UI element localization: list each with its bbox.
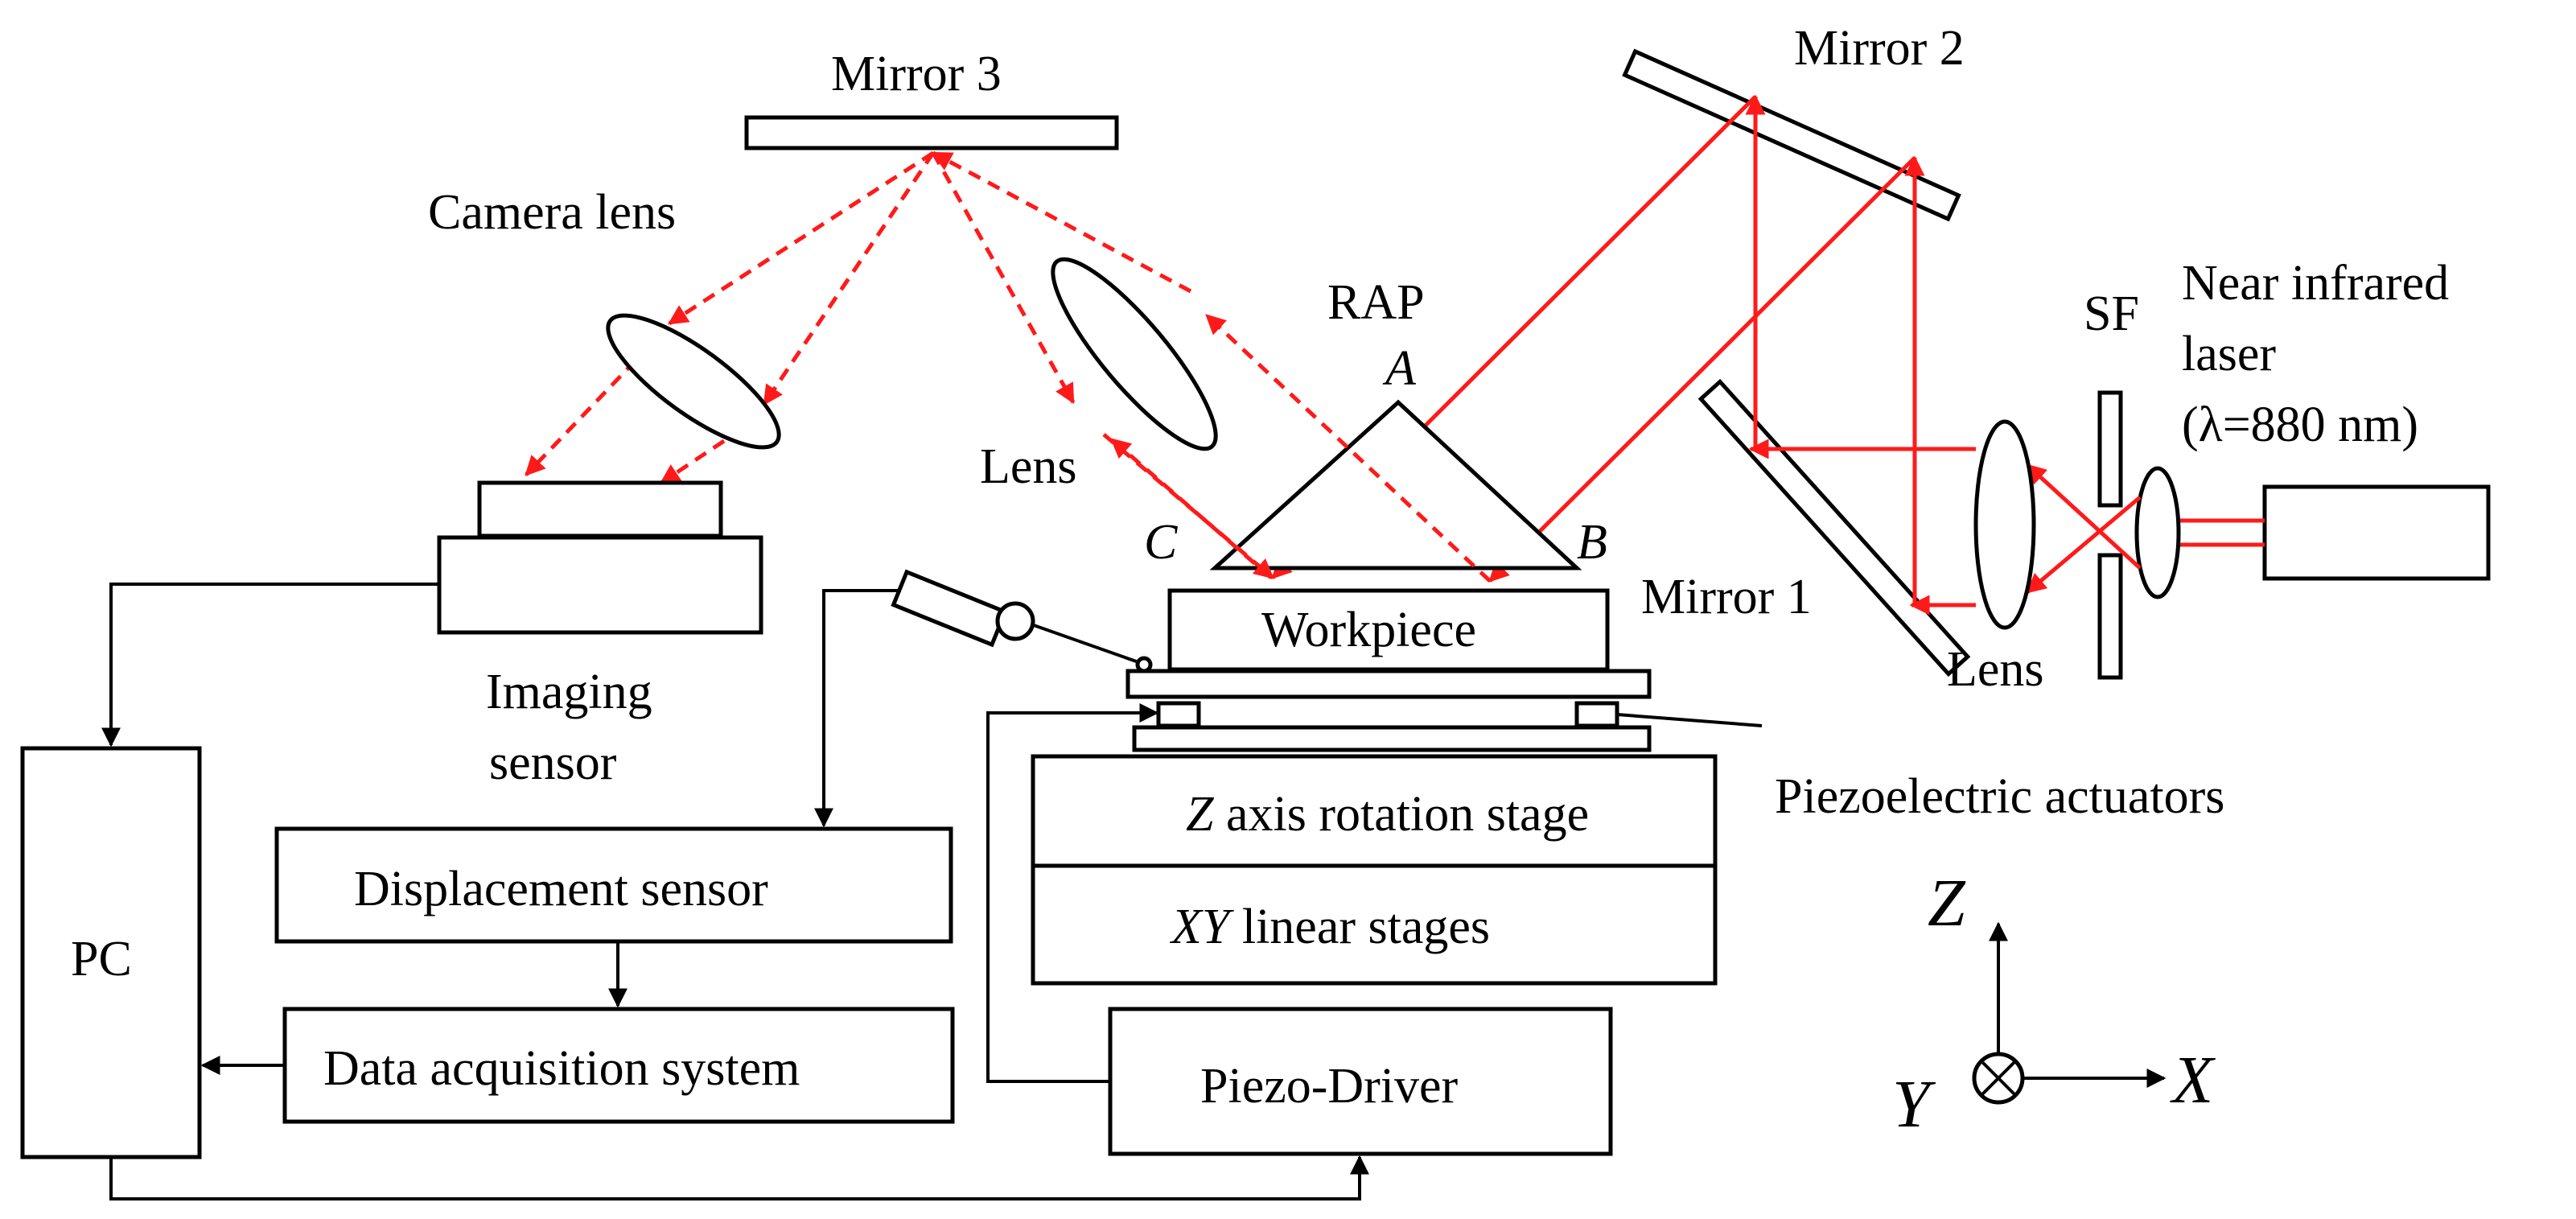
wire-driver-to-actuators [986, 703, 1159, 1083]
z-rotation-stage [1031, 754, 1718, 868]
actuator-callout [1616, 713, 1763, 727]
pc-label: PC [71, 932, 132, 986]
spatial-filter-top [2097, 390, 2123, 508]
actuator-left [1156, 701, 1201, 728]
beam-cross-2 [2026, 463, 2142, 570]
sf-label: SF [2084, 286, 2139, 341]
mirror-3-label: Mirror 3 [831, 47, 1002, 101]
beam-dash-m3-to-cam-2 [762, 151, 936, 406]
mirror-1 [1697, 378, 1971, 677]
workpiece-label: Workpiece [1261, 603, 1476, 657]
axis-y-label: Y [1892, 1067, 1936, 1142]
spatial-filter-bottom [2097, 553, 2123, 680]
displacement-probe-icon [891, 569, 1153, 673]
displacement-sensor-box [274, 826, 953, 944]
xy-linear-stages [1031, 863, 1718, 986]
beam-dash-c-to-lens [1110, 438, 1273, 579]
beam-dash-cam-to-sensor-2 [659, 439, 726, 485]
beam-dash-m3-to-lens [931, 151, 1076, 405]
rap-prism [1209, 399, 1582, 570]
piezo-actuators-label: Piezoelectric actuators [1775, 769, 2224, 824]
beam-dash-lens-to-m3-a [931, 150, 1192, 294]
beam-dash-cam-to-sensor-1 [525, 359, 637, 476]
daq-box [282, 1007, 955, 1124]
point-b-label: B [1577, 515, 1607, 570]
point-a-label: A [1382, 341, 1417, 396]
laser-source [2262, 484, 2491, 581]
daq-label: Data acquisition system [323, 1041, 800, 1096]
point-c-label: C [1144, 515, 1178, 570]
coordinate-axes [1972, 921, 2167, 1105]
laser-label-line2: laser [2182, 327, 2276, 381]
bottom-plate [1132, 725, 1652, 752]
laser-label-line3: (λ=880 nm) [2182, 397, 2418, 452]
camera-lens-icon [606, 313, 781, 450]
imaging-sensor-label-2: sensor [489, 735, 617, 790]
xy-stage-label: XY linear stages [1169, 900, 1490, 954]
laser-small-lens-icon [2134, 466, 2181, 599]
laser-label-line1: Near infrared [2182, 256, 2449, 311]
piezo-driver-label: Piezo-Driver [1200, 1059, 1459, 1114]
mirror-3 [744, 115, 1119, 150]
wire-pc-to-driver [109, 1155, 1369, 1200]
imaging-sensor-top [477, 480, 723, 538]
axis-z-label: Z [1928, 866, 1966, 941]
camera-lens-label: Camera lens [428, 185, 676, 240]
y-axis-into-page-icon [1972, 1052, 2025, 1105]
mirror-2 [1622, 48, 1961, 222]
mirror-2-label: Mirror 2 [1794, 21, 1965, 76]
pc-box [20, 746, 202, 1159]
axis-x-label: X [2170, 1043, 2216, 1118]
top-plate [1125, 669, 1652, 699]
z-stage-label: Z axis rotation stage [1186, 787, 1589, 842]
beam-m2-to-prism-2 [1488, 156, 1916, 583]
beam-cross-1 [2026, 496, 2142, 594]
rap-label: RAP [1327, 275, 1425, 330]
lens-left-icon [1051, 257, 1218, 451]
piezo-driver-box [1108, 1007, 1613, 1156]
imaging-sensor-body [437, 535, 763, 635]
lens-left-label: Lens [980, 439, 1077, 494]
actuator-right [1574, 701, 1619, 728]
lens-right-label: Lens [1947, 642, 2044, 697]
mirror-1-label: Mirror 1 [1641, 570, 1812, 624]
imaging-sensor-label-1: Imaging [486, 665, 652, 719]
beam-dash-m3-to-cam-1 [667, 150, 935, 326]
displacement-sensor-label: Displacement sensor [354, 862, 768, 916]
lens-right-icon [1973, 419, 2036, 630]
wire-probe-to-dsensor [814, 589, 901, 828]
wire-sensor-to-pc [101, 583, 439, 747]
